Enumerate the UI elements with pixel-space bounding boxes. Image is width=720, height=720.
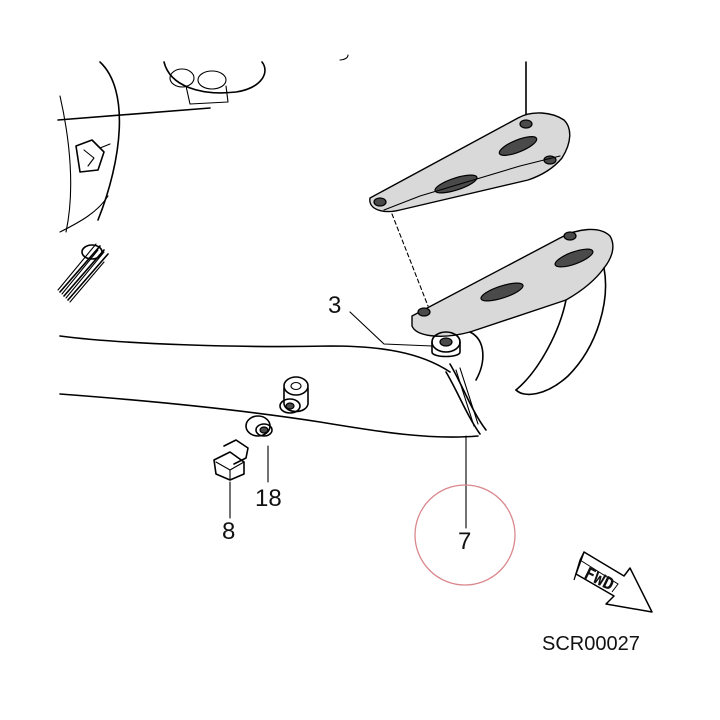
callout-18: 18 (255, 485, 282, 512)
callout-8: 8 (222, 518, 235, 545)
figure-code: SCR00027 (542, 633, 640, 655)
washer-part-18 (245, 415, 273, 437)
spring (57, 243, 109, 303)
engine-housing (57, 54, 479, 438)
fwd-arrow-icon: FWD (573, 551, 653, 613)
sleeve (279, 376, 309, 414)
callout-3: 3 (328, 292, 341, 319)
heat-shield (411, 228, 614, 435)
upper-bracket (369, 61, 571, 213)
highlight-circle (414, 484, 516, 586)
bolt-part-8 (213, 439, 249, 481)
spacer-part-3 (431, 331, 461, 358)
callout-7: 7 (458, 528, 471, 555)
leader-lines (229, 311, 467, 529)
